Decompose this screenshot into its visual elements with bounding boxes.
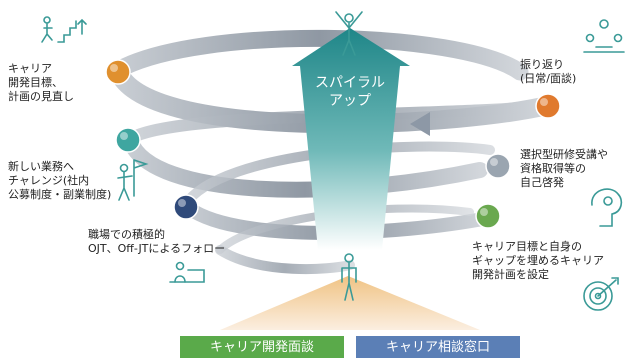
step-circle-reflection (535, 93, 561, 119)
step-circle-highlight (490, 158, 498, 166)
career-development-interview-label: キャリア開発面談 (209, 340, 314, 355)
spiral-up-arrow (292, 28, 410, 250)
career-consultation-desk-button[interactable]: キャリア相談窓口 (356, 336, 520, 358)
step-label-review: キャリア 開発目標、 計画の見直し (8, 62, 74, 103)
ring-top-back (109, 29, 529, 81)
target-icon (583, 277, 619, 311)
career-consultation-desk-label: キャリア相談窓口 (385, 340, 490, 355)
step-circle-highlight (480, 208, 488, 216)
floor-glow (220, 276, 480, 330)
step-circle-highlight (120, 132, 128, 140)
ring-middle-front (122, 132, 488, 198)
career-development-interview-button[interactable]: キャリア開発面談 (180, 336, 344, 358)
step-circle-career-plan (475, 203, 501, 229)
step-circle-review (105, 59, 131, 85)
cheering-person-icon (335, 11, 363, 56)
step-circle-highlight (178, 199, 186, 207)
brain-gear-icon (591, 188, 623, 227)
step-circle-highlight (540, 98, 548, 106)
ring-bottom-front (215, 245, 355, 275)
step-circle-ojt-follow (173, 194, 199, 220)
standing-person-icon (341, 253, 357, 301)
step-label-reflection: 振り返り (日常/面談) (520, 58, 577, 85)
step-circle-new-challenge (115, 127, 141, 153)
stairs-climb-icon (41, 16, 87, 43)
center-label: スパイラル アップ (315, 75, 385, 109)
arrow-head-1 (410, 112, 430, 136)
step-circle-highlight (110, 64, 118, 72)
meeting-icon (583, 19, 625, 53)
step-label-new-challenge: 新しい業務へ チャレンジ(社内 公募制度・副業制度) (8, 160, 112, 201)
step-label-self-development: 選択型研修受講や 資格取得等の 自己啓発 (520, 148, 608, 189)
laptop-user-icon (169, 261, 205, 283)
step-circles (105, 59, 561, 229)
step-circle-self-development (485, 153, 511, 179)
step-label-ojt-follow: 職場での積極的 OJT、Off-JTによるフォロー (88, 228, 226, 255)
step-label-career-plan: キャリア目標と自身の ギャップを埋めるキャリア 開発計画を設定 (472, 240, 604, 281)
flag-person-icon (117, 159, 149, 201)
